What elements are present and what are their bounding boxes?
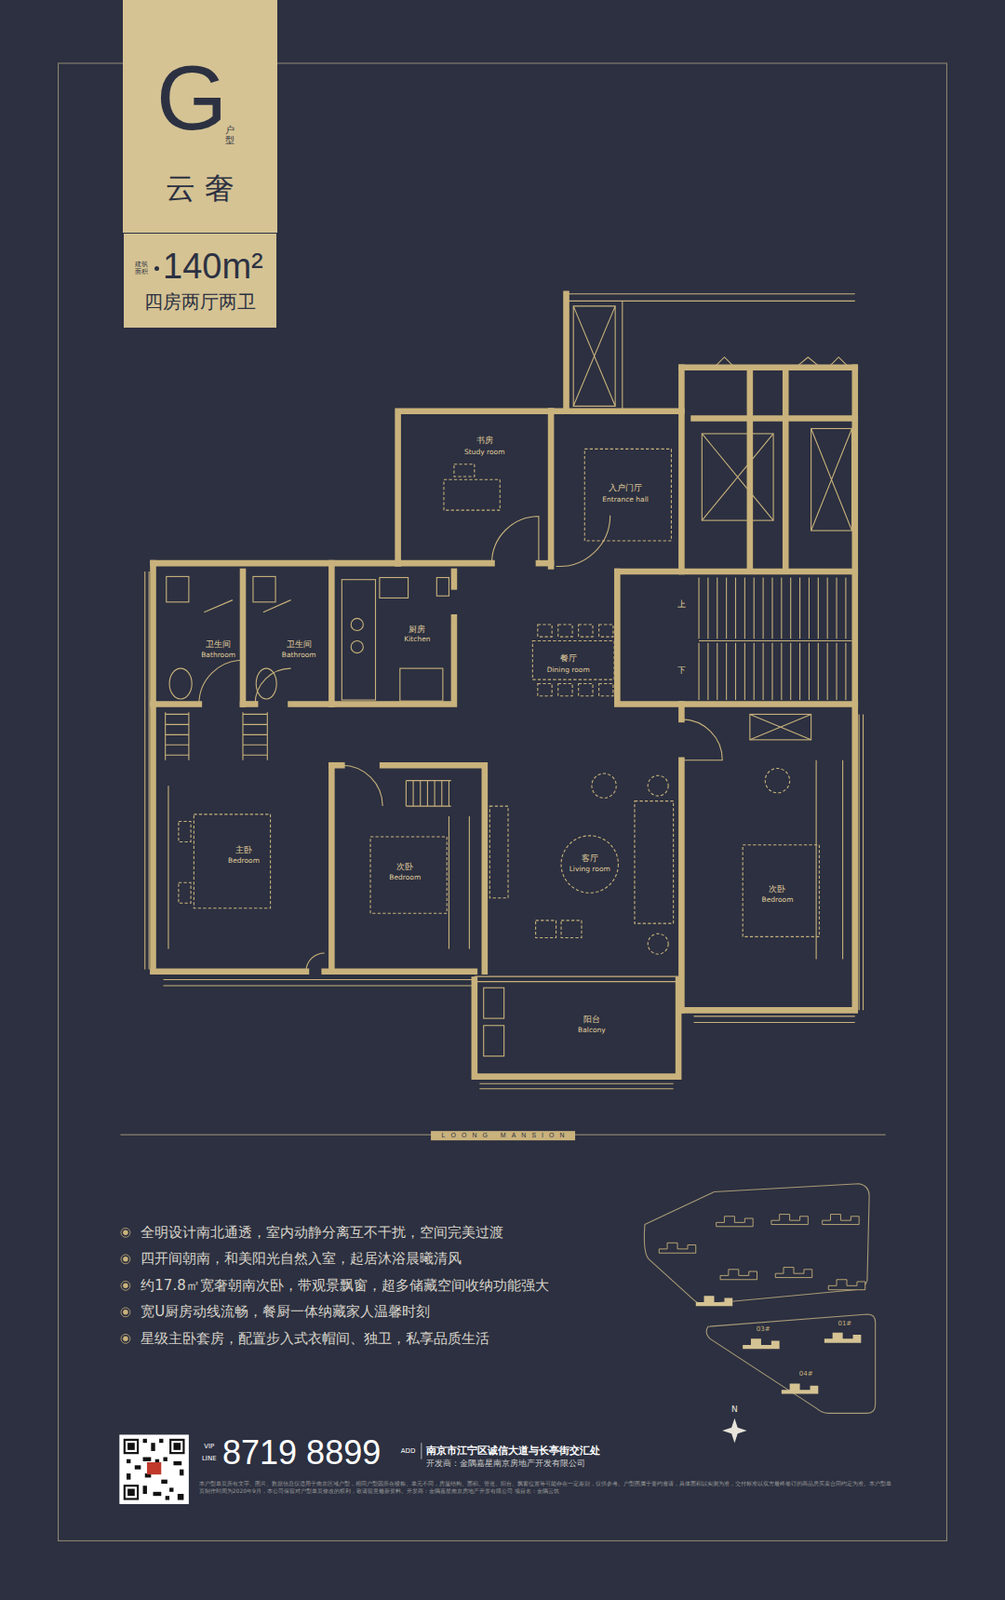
room-name: 卫生间 [285,640,313,650]
building-number: 04# [798,1369,815,1378]
hotline-number: 8719 8899 [222,1433,381,1473]
room-name-en: Bathroom [281,651,318,660]
room-count: 四房两厅两卫 [123,291,277,313]
type-tab: G户型云奢建筑面积 140m² 四房两厅两卫 [122,0,278,329]
room-name: 客厅 [580,854,600,864]
room-name-en: Bedroom [227,857,261,866]
type-caption: 户型 [225,124,235,146]
room-name: 阳台 [582,1016,602,1026]
room-name: 卫生间 [204,640,232,650]
room-name-en: Living room [568,865,612,874]
stair-mark: 上 [676,599,687,609]
feature-text: 约17.8㎡宽奢朝南次卧，带观景飘窗，超多储藏空间收纳功能强大 [140,1277,549,1294]
room-name-en: Bedroom [761,896,795,905]
address-text: 南京市江宁区诚信大道与长亭街交汇处 [426,1445,601,1458]
room-name: 次卧 [767,884,787,895]
area-caption: 建筑面积 [134,261,148,276]
area-dot [154,266,160,271]
room-name: 厨房 [407,625,427,635]
type-letter: G [156,52,228,144]
type-name: 云奢 [122,171,278,206]
room-name-en: Dining room [546,666,591,675]
room-name-en: Entrance hall [601,495,650,505]
room-name-en: Balcony [576,1026,607,1035]
room-name: 书房 [475,436,495,446]
room-name-en: Kitchen [402,635,431,644]
room-name: 入户门厅 [607,483,644,494]
developer-text: 开发商：金隅嘉星南京房地产开发有限公司 [426,1460,586,1470]
building-number: 01# [836,1319,853,1327]
stair-mark: 下 [676,665,687,675]
disclaimer-text: 本户型单页所有文字、图片、数据信息仅适用于南京区域户型，相同户型因所在楼栋、单元… [199,1478,894,1494]
room-name: 次卧 [395,862,415,872]
room-name: 餐厅 [559,654,578,664]
hotline-tag: LINE [201,1454,217,1462]
area-value: 140m² [162,246,264,288]
north-mark: N [731,1404,738,1414]
area-box: 建筑面积 140m² 四房两厅两卫 [122,232,278,329]
feature-text: 四开间朝南，和美阳光自然入室，起居沐浴晨曦清风 [140,1250,462,1267]
room-name-en: Bedroom [388,873,422,883]
room-name: 主卧 [234,846,254,857]
brand-band: LOONG MANSION [430,1131,577,1141]
address-tag: ADD [401,1447,416,1455]
feature-text: 宽U厨房动线流畅，餐厨一体纳藏家人温馨时刻 [140,1303,430,1320]
hotline-tag: VIP [203,1442,215,1450]
room-name-en: Study room [463,447,506,456]
feature-text: 星级主卧套房，配置步入式衣帽间、独卫，私享品质生活 [140,1330,490,1347]
building-number: 03# [755,1325,772,1333]
brand-name: LOONG MANSION [442,1132,571,1140]
room-name-en: Bathroom [200,651,237,660]
feature-text: 全明设计南北通透，室内动静分离互不干扰，空间完美过渡 [140,1224,504,1241]
